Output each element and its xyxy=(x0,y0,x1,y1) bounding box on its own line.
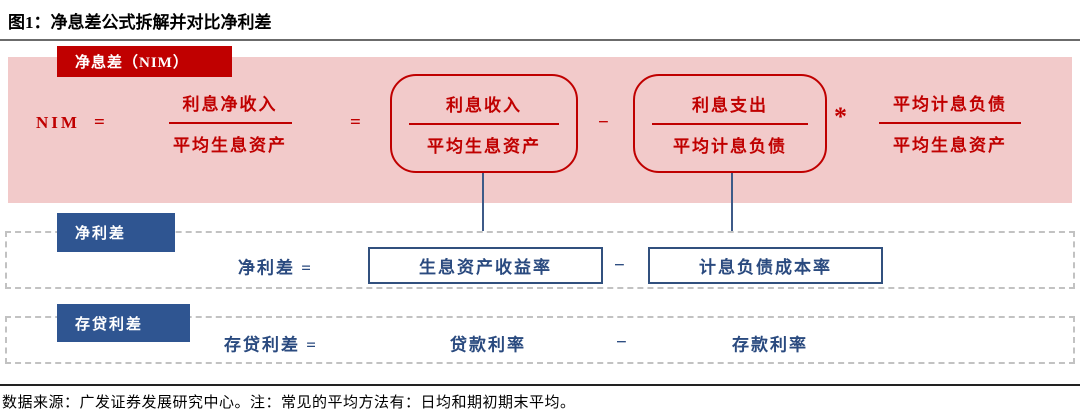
loan-rate-text: 贷款利率 xyxy=(450,335,526,355)
figure-title: 图1：净息差公式拆解并对比净利差 xyxy=(8,13,272,32)
nim-equals-2: = xyxy=(350,112,361,133)
interest-income-box: 利息收入 平均生息资产 xyxy=(390,74,578,173)
fraction-numerator: 利息收入 xyxy=(408,91,560,125)
fraction-denominator: 平均计息负债 xyxy=(673,136,787,156)
nim-lhs: NIM xyxy=(36,113,80,132)
fraction-denominator: 平均生息资产 xyxy=(173,136,287,155)
net-spread-lhs: 净利差 = xyxy=(238,258,313,278)
footer-divider xyxy=(0,384,1080,386)
liability-cost-text: 计息负债成本率 xyxy=(699,258,832,277)
interest-expense-box: 利息支出 平均计息负债 xyxy=(633,74,827,173)
nim-multiply: * xyxy=(834,102,847,131)
asset-yield-text: 生息资产收益率 xyxy=(419,258,552,277)
title-divider xyxy=(0,39,1080,41)
nim-minus: − xyxy=(598,112,609,133)
source-note: 数据来源：广发证券发展研究中心。注：常见的平均方法有：日均和期初期末平均。 xyxy=(2,395,576,411)
deposit-loan-minus: − xyxy=(616,332,627,353)
deposit-rate-text: 存款利率 xyxy=(732,335,808,355)
fraction-numerator: 利息净收入 xyxy=(168,90,292,124)
deposit-loan-lhs: 存贷利差 = xyxy=(224,335,318,355)
liability-cost-box: 计息负债成本率 xyxy=(648,247,883,284)
asset-yield-box: 生息资产收益率 xyxy=(368,247,603,284)
fraction-numerator: 利息支出 xyxy=(652,91,808,125)
nim-panel-label: 净息差（NIM） xyxy=(57,46,232,77)
net-spread-label: 净利差 xyxy=(57,213,175,252)
nim-panel xyxy=(8,57,1072,203)
fraction-numerator: 平均计息负债 xyxy=(879,90,1021,124)
nim-fraction-liability-ratio: 平均计息负债 平均生息资产 xyxy=(855,90,1045,156)
nim-equals-1: = xyxy=(94,112,105,133)
fraction-denominator: 平均生息资产 xyxy=(893,136,1007,155)
net-spread-minus: − xyxy=(614,255,625,276)
fraction-denominator: 平均生息资产 xyxy=(427,136,541,156)
deposit-loan-spread-label: 存贷利差 xyxy=(57,304,190,342)
down-arrow-left-line xyxy=(482,173,484,238)
nim-fraction-net-interest-income: 利息净收入 平均生息资产 xyxy=(130,90,330,156)
down-arrow-right-line xyxy=(731,173,733,238)
